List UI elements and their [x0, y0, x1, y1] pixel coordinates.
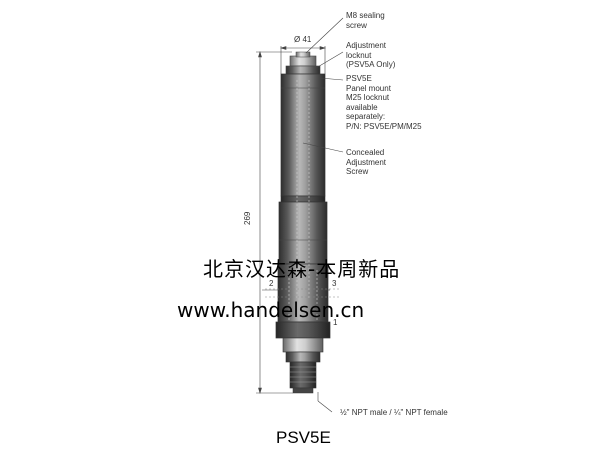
- upper-body: [280, 73, 326, 203]
- watermark-chinese: 北京汉达森-本周新品: [203, 257, 401, 281]
- label-panel-mount: PSV5E Panel mount M25 locknut available …: [346, 74, 422, 131]
- height-value: 269: [243, 211, 252, 225]
- label-concealed-screw: Concealed Adjustment Screw: [346, 148, 387, 176]
- product-title: PSV5E: [276, 428, 331, 447]
- diameter-value: Ø 41: [294, 35, 312, 44]
- watermark-url: www.handelsen.cn: [177, 298, 365, 322]
- label-port-2: 2: [269, 279, 274, 288]
- height-dimension: [256, 50, 293, 395]
- label-port-1: 1: [333, 318, 338, 327]
- sealing-screw: [285, 51, 321, 75]
- label-port-3: 3: [332, 279, 337, 288]
- label-m8-sealing-screw: M8 sealing screw: [346, 11, 385, 30]
- leader-lines: [262, 17, 344, 413]
- diameter-dimension: [279, 46, 327, 74]
- label-adjustment-locknut: Adjustment locknut (PSV5A Only): [346, 41, 396, 69]
- hidden-lines: [265, 80, 340, 322]
- label-npt-note: ½" NPT male / ¼" NPT female: [340, 408, 448, 417]
- npt-fitting: [282, 337, 324, 394]
